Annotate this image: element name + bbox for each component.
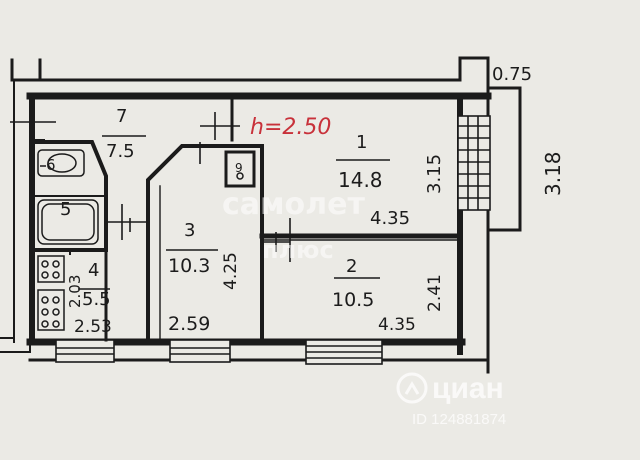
bottom-windows [55, 339, 383, 365]
room-3-width: 2.59 [168, 313, 210, 335]
room-7-number: 7 [116, 106, 127, 127]
room-3-length: 4.25 [221, 252, 241, 290]
watermark-line1: самолет [222, 187, 365, 222]
balcony-width: 0.75 [492, 64, 532, 85]
balcony-door-window [457, 115, 491, 211]
room-4-width: 2.03 [66, 275, 84, 308]
ceiling-height-label: h=2.50 [250, 115, 331, 140]
watermark-brand: циан [432, 372, 504, 405]
room-7-area: 7.5 [106, 141, 135, 162]
watermark-listing-id: ID 124881874 [412, 411, 506, 428]
room-1-length: 4.35 [370, 208, 410, 229]
room-4-length: 2.53 [74, 317, 112, 337]
room-4-area: 5.5 [82, 289, 111, 310]
room-2-length: 4.35 [378, 315, 416, 335]
watermarks: самолет плюс циан ID 124881874 [222, 187, 506, 428]
balcony-length: 3.18 [541, 151, 565, 196]
door-marks [10, 112, 291, 262]
room-3-area: 10.3 [168, 255, 210, 277]
bathroom-fixtures [37, 149, 99, 331]
room-2-width: 2.41 [425, 274, 445, 312]
room-1-width: 3.15 [424, 154, 445, 194]
watermark-line2: плюс [262, 236, 334, 264]
room-1-number: 1 [356, 132, 367, 153]
room-2-number: 2 [346, 256, 357, 277]
room-2-area: 10.5 [332, 289, 374, 311]
room-6-number: 6 [46, 156, 56, 174]
room-3-number: 3 [184, 220, 195, 241]
room-1-area: 14.8 [338, 168, 383, 192]
room-5-number: 5 [60, 199, 71, 220]
room-4-number: 4 [88, 260, 99, 281]
room-labels: h=2.50 7 7.5 1 14.8 3.15 4.35 6 5 3 10.3… [46, 64, 565, 337]
internal-walls [32, 95, 463, 344]
cian-logo-icon [396, 372, 428, 404]
label-underlines [78, 135, 390, 290]
balcony [486, 86, 522, 232]
room-9-number: 9 [235, 161, 243, 175]
